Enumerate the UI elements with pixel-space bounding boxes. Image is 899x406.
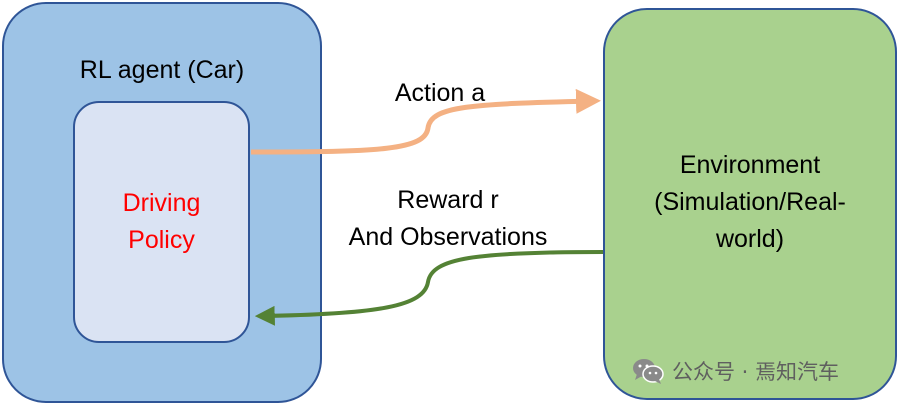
environment-line-2: (Simulation/Real- (654, 188, 846, 216)
action-arrow (250, 88, 601, 155)
reward-line-1: Reward r (397, 186, 499, 214)
policy-line-2: Policy (128, 226, 195, 254)
driving-policy-box (73, 101, 250, 343)
environment-line-3: world) (715, 225, 785, 253)
rl-agent-label: RL agent (Car) (79, 56, 245, 84)
driving-policy-label: Driving Policy (75, 185, 248, 259)
action-label: Action a (394, 79, 486, 107)
environment-box (603, 8, 897, 400)
policy-line-1: Driving (122, 189, 201, 217)
reward-line-2: And Observations (348, 223, 548, 251)
reward-label: Reward r And Observations (318, 182, 578, 256)
watermark: 公众号 · 焉知汽车 (632, 356, 839, 386)
environment-label: Environment (Simulation/Real- world) (605, 147, 895, 258)
watermark-text: 公众号 · 焉知汽车 (672, 360, 840, 384)
environment-line-1: Environment (679, 151, 821, 179)
wechat-icon (633, 359, 664, 384)
reward-arrow (254, 250, 604, 326)
